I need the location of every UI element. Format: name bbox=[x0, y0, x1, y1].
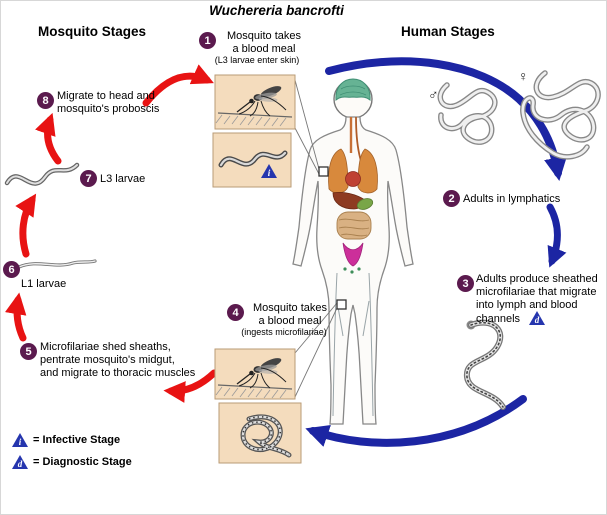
stage-1-label: Mosquito takes a blood meal bbox=[227, 30, 301, 56]
stage-3-marker: 3 bbox=[457, 275, 474, 292]
microfilaria-drawing bbox=[463, 319, 506, 410]
blue-arrow-stage1-to-stage2 bbox=[325, 57, 567, 182]
coiled-microfilaria-photo bbox=[218, 402, 302, 464]
stage-7-label: L3 larvae bbox=[100, 173, 146, 185]
mosquito-icon bbox=[236, 358, 287, 389]
mosquito-icon bbox=[236, 86, 287, 117]
l3-larva-photo bbox=[212, 132, 292, 188]
human-cycle-arrows bbox=[305, 57, 567, 447]
heart bbox=[345, 171, 361, 187]
infective-stage-icon: i bbox=[261, 164, 277, 178]
stage-8-label: Migrate to head and mosquito's proboscis bbox=[57, 90, 160, 116]
legend-infective-icon: i bbox=[12, 433, 28, 447]
header-mosquito-stages: Mosquito Stages bbox=[38, 24, 147, 39]
stage-4-label: Mosquito takes a blood meal bbox=[253, 302, 327, 328]
blue-arrow-stage2-to-stage3 bbox=[546, 203, 567, 268]
brain bbox=[335, 78, 371, 102]
red-arrow-stage7-to-stage8 bbox=[35, 112, 62, 165]
adult-worm-female-drawing bbox=[520, 70, 601, 160]
stage-8-marker: 8 bbox=[37, 92, 54, 109]
stage-4-sublabel: (ingests microfilariae) bbox=[241, 327, 327, 337]
pelvic-lymphatics bbox=[342, 242, 364, 267]
mosquito-cycle-arrows bbox=[4, 64, 218, 403]
groin-lymph-nodes bbox=[343, 267, 361, 274]
body-outline bbox=[292, 116, 414, 425]
red-arrow-stage4-to-stage5 bbox=[163, 369, 218, 403]
stomach bbox=[356, 198, 374, 210]
stage-5-marker: 5 bbox=[20, 343, 37, 360]
male-symbol: ♂ bbox=[428, 86, 439, 102]
body-inset-marker-2 bbox=[336, 299, 347, 310]
callout-lines bbox=[294, 79, 338, 398]
svg-text:d: d bbox=[18, 459, 23, 469]
header-human-stages: Human Stages bbox=[401, 24, 495, 39]
lung-right bbox=[357, 148, 378, 194]
mosquito-bite-photo-2 bbox=[214, 348, 296, 400]
stage-3-label: Adults produce sheathed microfilariae th… bbox=[476, 273, 598, 325]
legend-diagnostic-icon: d bbox=[12, 455, 28, 469]
stage-7-marker: 7 bbox=[80, 170, 97, 187]
stage-5-label: Microfilariae shed sheaths, pentrate mos… bbox=[40, 341, 196, 380]
stage-1-sublabel: (L3 larvae enter skin) bbox=[214, 55, 300, 65]
stage-2-marker: 2 bbox=[443, 190, 460, 207]
diagnostic-stage-icon: d bbox=[529, 311, 545, 325]
l3-larva-drawing bbox=[4, 162, 80, 186]
mosquito-bite-photo-1 bbox=[214, 74, 296, 130]
stage-1-marker: 1 bbox=[199, 32, 216, 49]
red-arrow-stage8-to-stage1 bbox=[142, 64, 214, 107]
stage-6-marker: 6 bbox=[3, 261, 20, 278]
internal-organs bbox=[328, 116, 378, 417]
page-title: Wuchereria bancrofti bbox=[209, 3, 344, 18]
blue-arrow-stage3-to-stage4 bbox=[305, 395, 527, 447]
l1-larva-drawing bbox=[17, 259, 97, 269]
stage-6-label: L1 larvae bbox=[21, 278, 67, 290]
red-arrow-stage6-to-stage7 bbox=[15, 193, 37, 258]
legend-diagnostic-label: = Diagnostic Stage bbox=[33, 456, 132, 468]
red-arrow-stage5-to-stage6 bbox=[4, 292, 27, 342]
stage-2-label: Adults in lymphatics bbox=[463, 193, 561, 205]
human-figure bbox=[292, 78, 414, 425]
svg-text:i: i bbox=[268, 168, 271, 178]
legend-infective-label: = Infective Stage bbox=[33, 434, 121, 446]
female-symbol: ♀ bbox=[518, 68, 529, 84]
adult-worm-male-drawing bbox=[437, 82, 498, 145]
body-inset-marker-1 bbox=[318, 166, 329, 177]
svg-text:i: i bbox=[19, 437, 22, 447]
intestines bbox=[336, 211, 372, 240]
svg-text:d: d bbox=[535, 315, 540, 325]
stage-4-marker: 4 bbox=[227, 304, 244, 321]
